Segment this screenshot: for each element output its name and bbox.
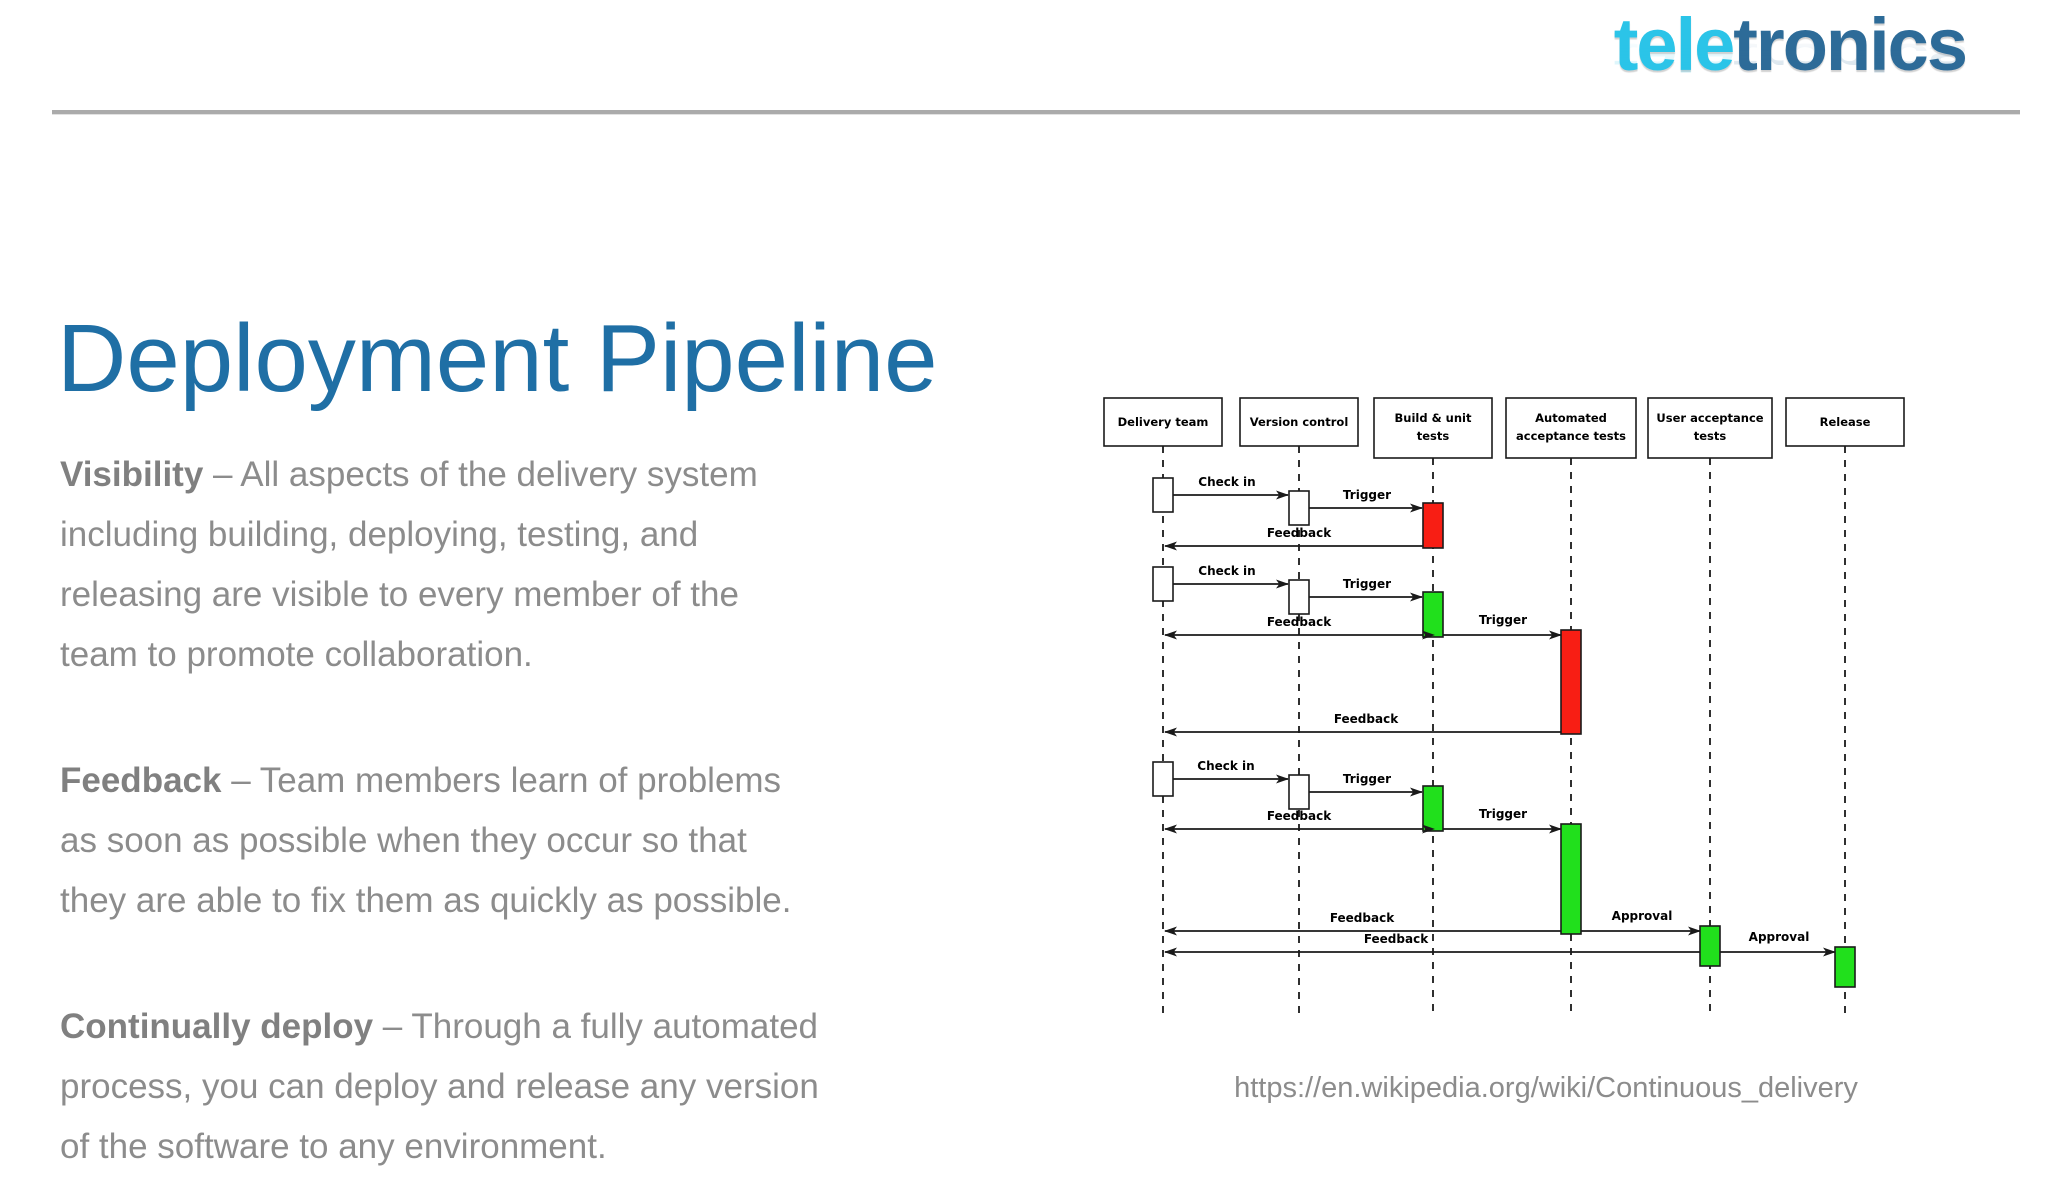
message-label-trigger-2: Trigger [1343,577,1391,591]
lane-header-automated-acceptance-tests: Automated acceptance tests [1505,397,1637,459]
lane-header-version-control: Version control [1239,397,1359,447]
lane-label-automated-acceptance-tests-line1: Automated [1535,411,1607,425]
lane-label-version-control: Version control [1250,415,1349,429]
message-label-trigger-4: Trigger [1343,772,1391,786]
message-label-trigger-3: Trigger [1479,613,1527,627]
copy-term-continually-deploy: Continually deploy [60,1007,374,1046]
message-label-approval-2: Approval [1749,930,1810,944]
activation-box-automated-acceptance-tests-2-pass [1560,823,1582,935]
copy-dash-visibility: – [203,455,241,494]
lane-label-build-unit-tests-line2: tests [1417,429,1450,443]
sequence-group-3: Check in Trigger Feedback Trigger Feedba… [1152,759,1856,988]
lane-label-release: Release [1820,415,1871,429]
activation-box-version-control-1 [1288,490,1310,526]
deployment-pipeline-sequence-diagram: Delivery team Version control Build & un… [1096,390,1996,1030]
activation-box-user-acceptance-tests-pass [1699,925,1721,967]
activation-box-version-control-2 [1288,579,1310,615]
copy-dash-feedback: – [221,761,260,800]
page-title: Deployment Pipeline [57,305,938,413]
lane-label-build-unit-tests-line1: Build & unit [1395,411,1472,425]
message-label-feedback-2: Feedback [1267,615,1332,629]
copy-term-visibility: Visibility [60,455,204,494]
copy-block-feedback: Feedback – Team members learn of problem… [60,751,820,931]
lane-header-build-unit-tests: Build & unit tests [1373,397,1493,459]
lane-label-user-acceptance-tests-line1: User acceptance [1656,411,1763,425]
copy-block-continually-deploy: Continually deploy – Through a fully aut… [60,997,820,1177]
activation-box-delivery-team-2 [1152,566,1174,602]
activation-box-build-unit-tests-3-pass [1422,785,1444,832]
activation-box-version-control-3 [1288,774,1310,810]
lane-headers: Delivery team Version control Build & un… [1103,397,1905,459]
activation-box-build-unit-tests-2-pass [1422,591,1444,638]
lane-header-user-acceptance-tests: User acceptance tests [1647,397,1773,459]
message-label-feedback-4: Feedback [1267,809,1332,823]
lane-label-user-acceptance-tests-line2: tests [1694,429,1727,443]
lane-header-delivery-team: Delivery team [1103,397,1223,447]
diagram-source-caption: https://en.wikipedia.org/wiki/Continuous… [1234,1072,1858,1104]
copy-text-visibility: All aspects of the delivery system inclu… [60,455,758,674]
sequence-group-1: Check in Trigger Feedback [1152,475,1444,551]
activation-box-delivery-team-1 [1152,477,1174,513]
copy-text-feedback: Team members learn of problems as soon a… [60,761,792,920]
slide-header: teletronics teletronics [0,0,2048,118]
lane-label-delivery-team: Delivery team [1118,415,1209,429]
logo-text-tronics: tronics [1733,3,1968,86]
copy-term-feedback: Feedback [60,761,222,800]
message-label-check-in-3: Check in [1197,759,1254,773]
activation-box-build-unit-tests-1-fail [1422,502,1444,549]
message-label-feedback-5: Feedback [1330,911,1395,925]
body-copy: Visibility – All aspects of the delivery… [60,410,820,1177]
copy-dash-continually-deploy: – [373,1007,412,1046]
message-label-feedback-1: Feedback [1267,526,1332,540]
teletronics-logo: teletronics [1614,8,1968,82]
sequence-group-2: Check in Trigger Feedback Trigger Feedba… [1152,564,1582,737]
header-divider-rule [52,110,2020,114]
message-label-check-in-2: Check in [1198,564,1255,578]
message-label-feedback-6: Feedback [1364,932,1429,946]
message-label-check-in-1: Check in [1198,475,1255,489]
message-label-trigger-5: Trigger [1479,807,1527,821]
logo-text-tele: tele [1613,3,1736,86]
message-label-trigger-1: Trigger [1343,488,1391,502]
activation-box-delivery-team-3 [1152,761,1174,797]
activation-box-automated-acceptance-tests-1-fail [1560,629,1582,735]
lane-label-automated-acceptance-tests-line2: acceptance tests [1516,429,1626,443]
activation-box-release-pass [1834,946,1856,988]
lane-header-release: Release [1785,397,1905,447]
message-label-approval-1: Approval [1612,909,1673,923]
copy-block-visibility: Visibility – All aspects of the delivery… [60,445,820,685]
message-label-feedback-3: Feedback [1334,712,1399,726]
